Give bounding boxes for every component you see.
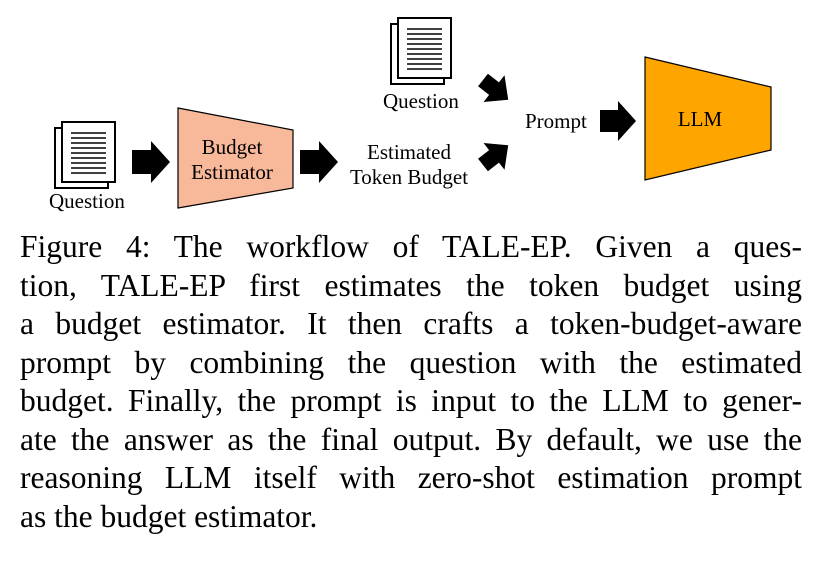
llm-label: LLM (677, 107, 723, 131)
llm-shape (644, 56, 772, 181)
budget-estimator-label-line1: Budget (201, 135, 263, 159)
caption-line: reasoning LLM itself with zero-shot esti… (20, 460, 802, 495)
arrow-right-icon (300, 141, 338, 183)
caption-line: as the budget estimator. (20, 498, 318, 534)
document-icon-left (54, 121, 116, 189)
budget-estimator-label-line2: Estimator (191, 160, 273, 184)
question-label-left: Question (49, 189, 125, 213)
caption-line: ate the answer as the final output. By d… (20, 421, 802, 457)
workflow-diagram-graphics (54, 17, 772, 209)
caption-line: prompt by combining the question with th… (20, 344, 802, 380)
arrow-diagonal-up-icon (478, 142, 509, 172)
workflow-diagram: Question Question Budget Estimator Estim… (0, 0, 822, 225)
arrow-right-icon (600, 101, 636, 141)
figure-caption: Figure 4: The workflow of TALE-EP. Given… (20, 228, 802, 536)
estimated-label-line1: Estimated (367, 140, 451, 164)
question-label-top: Question (383, 89, 459, 113)
prompt-label: Prompt (525, 109, 587, 133)
arrow-right-icon (132, 141, 170, 183)
document-icon-top (390, 17, 452, 85)
arrow-diagonal-down-icon (478, 73, 509, 103)
estimated-label-line2: Token Budget (349, 165, 469, 189)
caption-line: tion, TALE-EP first estimates the token … (20, 267, 802, 303)
caption-line: a budget estimator. It then crafts a tok… (20, 306, 802, 341)
caption-line: Figure 4: The workflow of TALE-EP. Given… (20, 229, 802, 264)
budget-estimator-shape (177, 107, 294, 209)
caption-line: budget. Finally, the prompt is input to … (20, 383, 802, 418)
